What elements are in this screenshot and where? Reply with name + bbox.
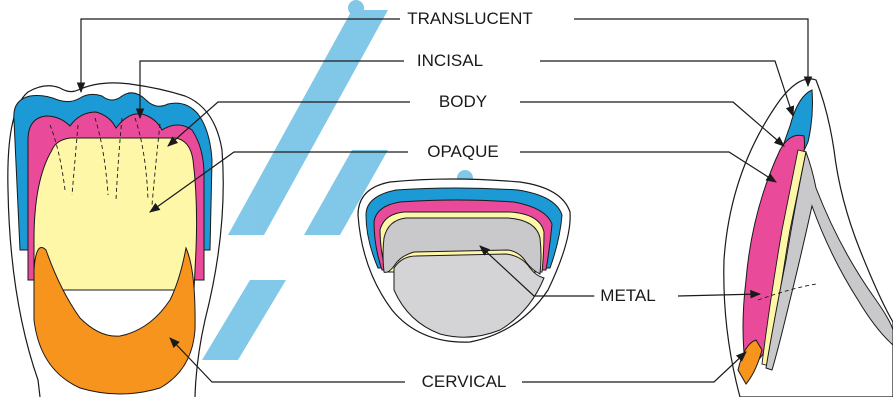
sagittal-section	[724, 79, 893, 397]
labial-view-crown	[8, 83, 223, 397]
labial-opaque-layer	[34, 138, 197, 290]
label-body: BODY	[433, 92, 493, 112]
label-cervical: CERVICAL	[416, 372, 513, 392]
label-incisal: INCISAL	[411, 51, 489, 71]
label-metal: METAL	[594, 286, 661, 306]
label-translucent: TRANSLUCENT	[401, 9, 539, 29]
incisal-leader-right	[540, 61, 793, 116]
incisal-cross-section	[358, 179, 570, 342]
cervical-leader-right	[522, 352, 746, 382]
opaque-leader-right	[520, 152, 776, 182]
translucent-leader-right	[574, 19, 808, 86]
label-opaque: OPAQUE	[421, 142, 504, 162]
body-leader-right	[520, 102, 784, 146]
